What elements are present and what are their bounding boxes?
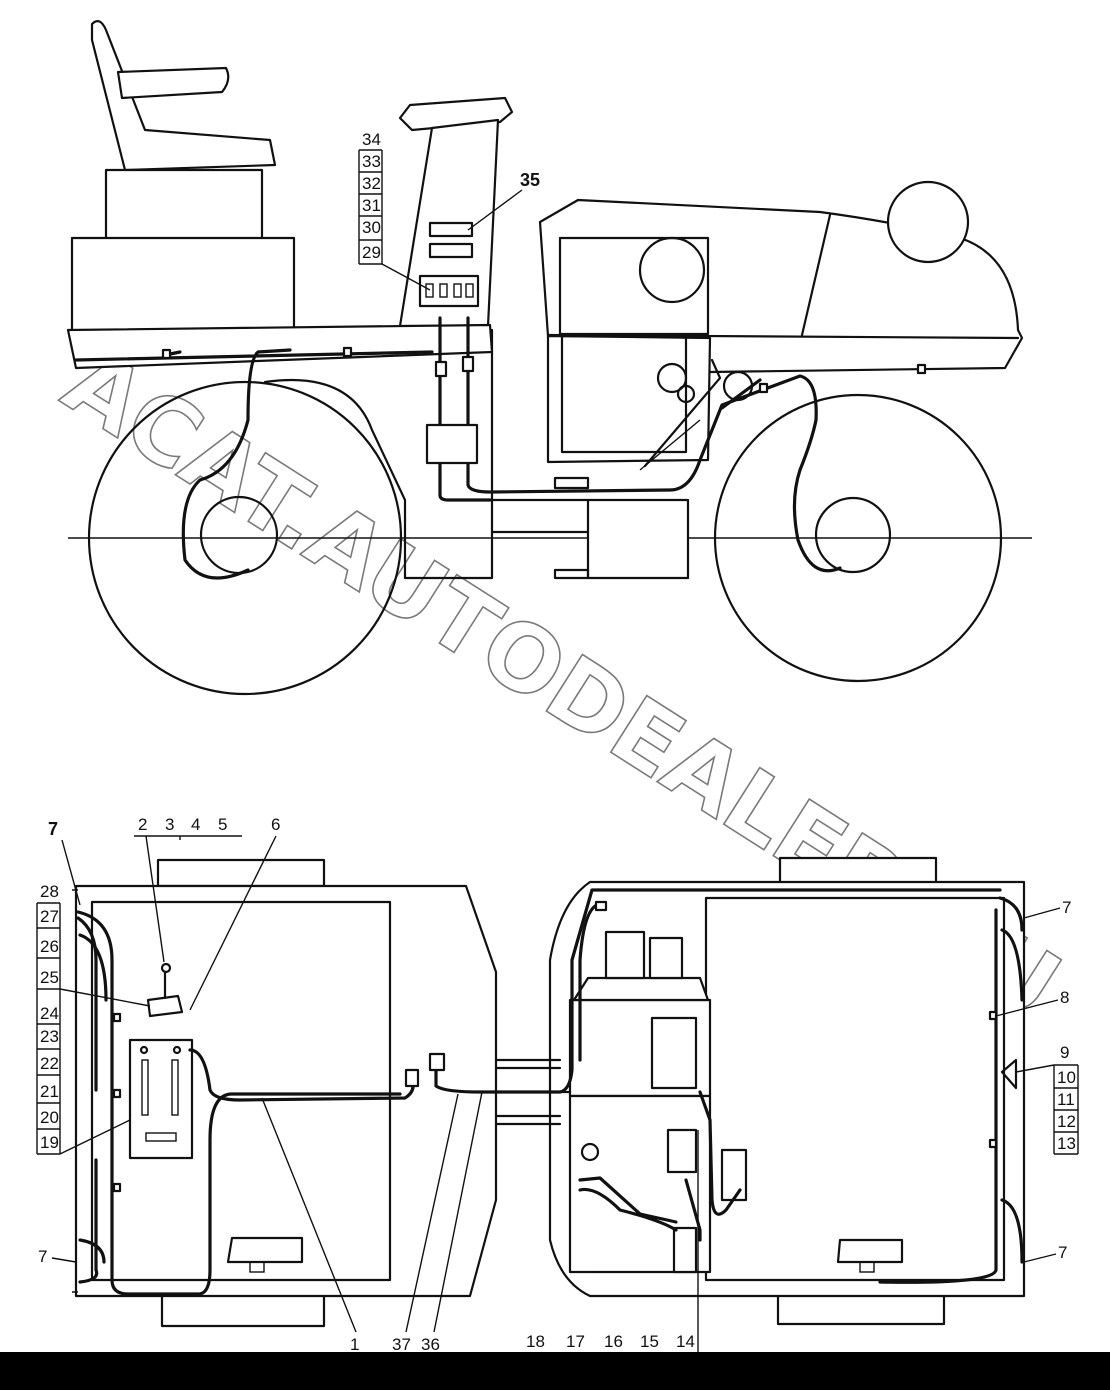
callout-14: 14 [676,1332,695,1351]
callout-16: 16 [604,1332,623,1351]
callout-22: 22 [40,1054,59,1073]
callout-32: 32 [362,174,381,193]
top-harness [76,888,1024,1296]
callout-2: 2 [138,815,147,834]
articulation-frame [490,358,722,580]
side-callouts: 34 33 32 31 30 29 35 [358,130,540,291]
callout-1: 1 [350,1335,359,1354]
rear-chassis-rail [66,323,494,370]
callout-18: 18 [526,1332,545,1351]
rear-drum [87,380,403,696]
callout-28: 28 [40,882,59,901]
operator-seat [70,20,296,336]
callout-3: 3 [165,815,174,834]
callout-7-bottom-right: 7 [1058,1243,1067,1262]
callout-30: 30 [362,218,381,237]
callout-8: 8 [1060,988,1069,1007]
callout-20: 20 [40,1108,59,1127]
callout-31: 31 [362,196,381,215]
callout-10: 10 [1057,1068,1076,1087]
bottom-bar [0,1352,1110,1390]
gauge-icon [656,362,688,394]
callout-19: 19 [40,1133,59,1152]
callout-35: 35 [520,170,540,190]
callout-24: 24 [40,1004,59,1023]
callout-15: 15 [640,1332,659,1351]
callout-21: 21 [40,1082,59,1101]
fuse-box [418,274,480,308]
side-view: 34 33 32 31 30 29 35 [66,20,1032,696]
callout-17: 17 [566,1332,585,1351]
callout-5: 5 [218,815,227,834]
engine-hood [538,180,1024,464]
callout-25: 25 [40,968,59,987]
callout-9: 9 [1060,1043,1069,1062]
callout-11: 11 [1057,1090,1075,1109]
callout-34: 34 [362,130,381,149]
callout-27: 27 [40,907,59,926]
callout-33: 33 [362,152,381,171]
callout-12: 12 [1057,1112,1076,1131]
front-drum [713,393,1003,683]
callout-29: 29 [362,243,381,262]
side-harness [74,316,927,580]
callout-26: 26 [40,937,59,956]
front-drum-hub [814,496,892,574]
callout-36: 36 [421,1335,440,1354]
callout-7-bottom-left: 7 [38,1247,47,1266]
front-frame-top [548,856,1026,1326]
control-panel [128,1038,194,1160]
callout-7-top-right: 7 [1062,898,1071,917]
steering-column [398,96,514,328]
callout-7-top-left: 7 [48,819,58,839]
rear-frame-top [72,858,498,1328]
rear-fender [263,328,494,580]
callout-37: 37 [392,1335,411,1354]
callout-13: 13 [1057,1134,1076,1153]
callout-4: 4 [191,815,200,834]
callout-6: 6 [271,815,280,834]
top-view: 2 3 4 5 6 7 7 7 7 28 27 26 25 24 23 22 [36,815,1079,1358]
callout-23: 23 [40,1027,59,1046]
